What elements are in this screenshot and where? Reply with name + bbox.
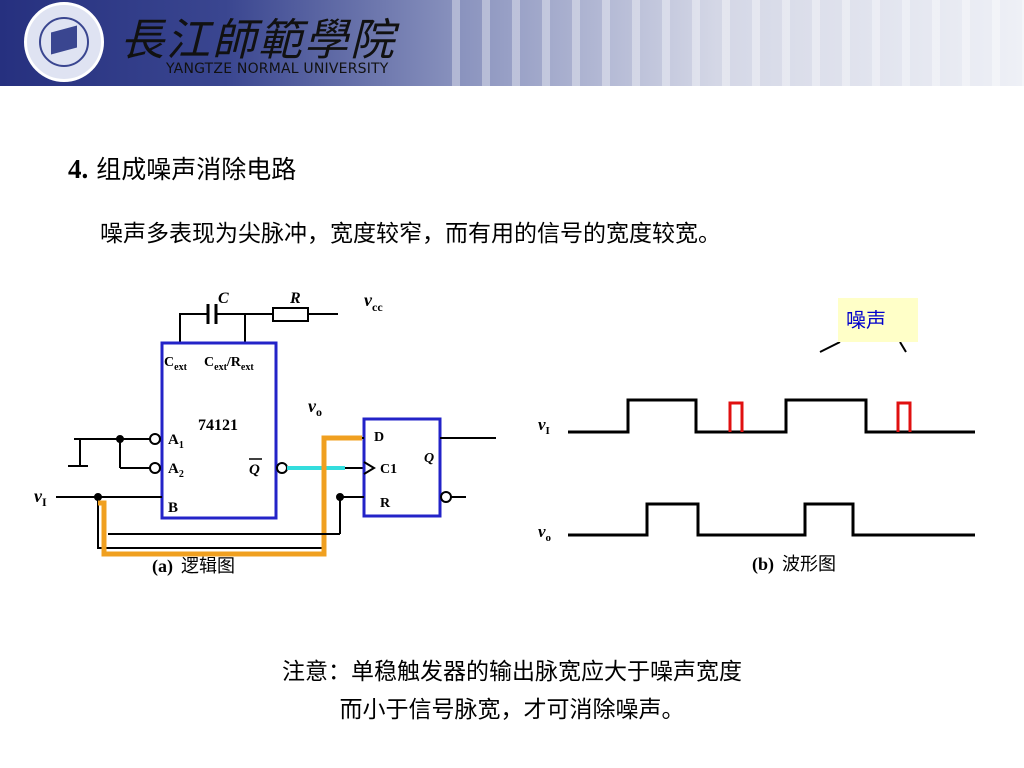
heading-number: 4. [68, 154, 89, 184]
ff-d-label: D [374, 430, 384, 445]
vi-wave-label: vI [538, 415, 550, 437]
vi-waveform [568, 398, 975, 434]
rext-pin-label: Cext/Rext [204, 355, 254, 373]
chip-name-label: 74121 [198, 417, 238, 434]
heading-text: 组成噪声消除电路 [96, 155, 297, 184]
a1-pin-label: A1 [168, 432, 184, 451]
logic-circuit [56, 304, 496, 557]
d-flipflop [362, 417, 442, 518]
qbar-pin-label: Q [249, 462, 260, 478]
cext-pin-label: Cext [164, 355, 188, 373]
a2-bubble [149, 462, 161, 474]
waveform-labels: vI vo (b)波形图 [538, 415, 836, 575]
resistor-label: R [289, 290, 301, 307]
banner-stripes [430, 0, 1024, 86]
b-pin-label: B [168, 500, 178, 516]
vo-wave-label: vo [538, 522, 552, 544]
capacitor-label: C [218, 290, 229, 307]
ff-r-label: R [380, 496, 391, 511]
ff-qbar-bubble [440, 491, 452, 503]
chip-74121 [160, 341, 278, 520]
reset-junction [336, 493, 344, 501]
waveform-caption: (b)波形图 [752, 554, 836, 575]
university-name-english: YANGTZE NORMAL UNIVERSITY [166, 61, 389, 77]
reset-wire [339, 496, 364, 534]
university-name-chinese: 長江師範學院 [120, 15, 396, 66]
cext-wire [179, 313, 207, 344]
ff-c1-label: C1 [380, 462, 397, 477]
vi-to-d-highlight [98, 435, 362, 557]
qbar-bubble [276, 462, 288, 474]
slide-heading: 4. 组成噪声消除电路 [68, 150, 296, 186]
noise-callout-box [838, 298, 918, 342]
noise-pulse-1 [728, 401, 744, 432]
ff-q-label: Q [424, 451, 434, 466]
note-line-2: 而小于信号脉宽，才可消除噪声。 [339, 697, 685, 723]
note-line-1: 注意：单稳触发器的输出脉宽应大于噪声宽度 [282, 659, 742, 685]
callout-pointer-left [819, 341, 841, 353]
resistor-body [272, 307, 309, 322]
callout-pointer-right [899, 341, 907, 353]
a2-pin-label: A2 [168, 461, 184, 480]
noise-callout-text: 噪声 [846, 308, 886, 332]
seal-ring [39, 17, 89, 67]
vo-circuit-label: vo [308, 396, 322, 419]
university-seal-icon [24, 2, 104, 82]
a1-bubble [149, 433, 161, 445]
circuit-caption: (a)逻辑图 [152, 556, 235, 577]
noise-pulse-2 [896, 401, 912, 432]
circuit-labels: C R vcc Cext Cext/Rext 74121 A1 A2 B Q v… [34, 290, 434, 577]
vi-circuit-label: vI [34, 486, 47, 509]
a1-junction [116, 435, 124, 443]
waveform-diagram [568, 341, 975, 537]
clock-indicator [363, 461, 376, 475]
header-banner: 長江師範學院 YANGTZE NORMAL UNIVERSITY [0, 0, 1024, 86]
vo-waveform [568, 502, 975, 537]
intro-sentence: 噪声多表现为尖脉冲，宽度较窄，而有用的信号的宽度较宽。 [100, 221, 721, 247]
vcc-label: vcc [364, 290, 383, 314]
